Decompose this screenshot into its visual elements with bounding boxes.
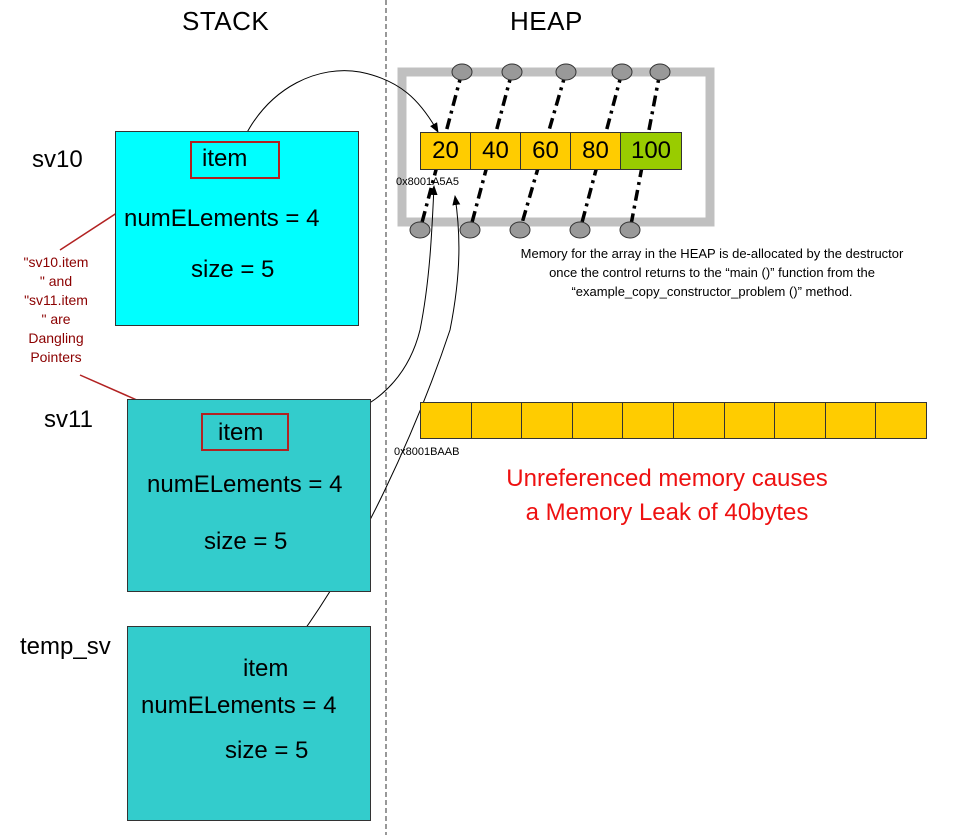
temp-sv-box: item numELements = 4 size = 5 xyxy=(127,626,371,821)
heap-array-2-cell xyxy=(875,402,927,439)
deallocation-note: Memory for the array in the HEAP is de-a… xyxy=(472,244,952,301)
sv10-item-pointer-arrow xyxy=(242,70,439,141)
memory-leak-note: Unreferenced memory causes a Memory Leak… xyxy=(452,462,882,530)
dangling-line-4: " are xyxy=(41,311,71,327)
heap-array-2-cell xyxy=(470,402,523,439)
sv11-size: size = 5 xyxy=(204,528,288,555)
dangling-line-3: "sv11.item xyxy=(24,292,88,308)
heap-array-1-address: 0x8001A5A5 xyxy=(396,176,459,188)
sv10-size: size = 5 xyxy=(191,256,275,283)
heap-array-2-cell xyxy=(673,402,725,439)
sv11-item-label: item xyxy=(218,419,264,446)
sv11-box: item numELements = 4 size = 5 xyxy=(127,399,371,592)
sv10-label: sv10 xyxy=(32,146,83,173)
memory-leak-line-1: Unreferenced memory causes xyxy=(506,465,828,492)
heap-array-1-cell: 20 xyxy=(420,132,471,170)
deallocation-hatch-dots xyxy=(409,63,671,239)
temp-sv-label: temp_sv xyxy=(20,633,111,660)
dangling-line-1: "sv10.item xyxy=(23,254,89,270)
heap-array-1-cell: 80 xyxy=(570,132,621,170)
temp-sv-num-elements: numELements = 4 xyxy=(141,692,337,719)
stack-header: STACK xyxy=(182,6,270,36)
sv11-item-pointer xyxy=(201,413,289,451)
heap-array-2-cell xyxy=(723,402,776,439)
deallocation-note-line-2: once the control returns to the “main ()… xyxy=(549,265,875,280)
heap-array-2-cell xyxy=(521,402,573,439)
heap-header: HEAP xyxy=(510,6,583,36)
heap-array-1-cell: 40 xyxy=(470,132,521,170)
sv11-num-elements: numELements = 4 xyxy=(147,471,343,498)
heap-array-2-cell xyxy=(420,402,472,439)
temp-sv-item-label: item xyxy=(243,655,289,682)
deallocation-note-line-1: Memory for the array in the HEAP is de-a… xyxy=(520,246,904,261)
heap-array-2 xyxy=(420,402,927,439)
heap-array-2-address: 0x8001BAAB xyxy=(394,446,460,458)
dangling-line-6: Pointers xyxy=(30,349,82,365)
heap-array-2-cell xyxy=(774,402,826,439)
sv10-box: item numELements = 4 size = 5 xyxy=(115,131,359,326)
heap-array-2-cell xyxy=(571,402,624,439)
sv10-item-label: item xyxy=(202,145,248,172)
heap-array-1: 20 40 60 80 100 xyxy=(420,132,682,170)
temp-sv-size: size = 5 xyxy=(225,737,309,764)
sv10-item-pointer xyxy=(190,141,280,179)
heap-array-1-cell: 60 xyxy=(520,132,571,170)
heap-array-2-cell xyxy=(824,402,877,439)
heap-array-1-cell-last: 100 xyxy=(620,132,682,170)
dangling-pointer-note: "sv10.item " and "sv11.item " are Dangli… xyxy=(6,253,106,367)
deallocation-note-line-3: “example_copy_constructor_problem ()” me… xyxy=(571,284,853,299)
dangling-line-2: " and xyxy=(39,273,73,289)
dangling-line-5: Dangling xyxy=(28,330,84,346)
sv11-label: sv11 xyxy=(44,406,93,433)
memory-leak-line-2: a Memory Leak of 40bytes xyxy=(525,499,809,526)
sv10-num-elements: numELements = 4 xyxy=(124,205,320,232)
heap-array-2-cell xyxy=(622,402,674,439)
